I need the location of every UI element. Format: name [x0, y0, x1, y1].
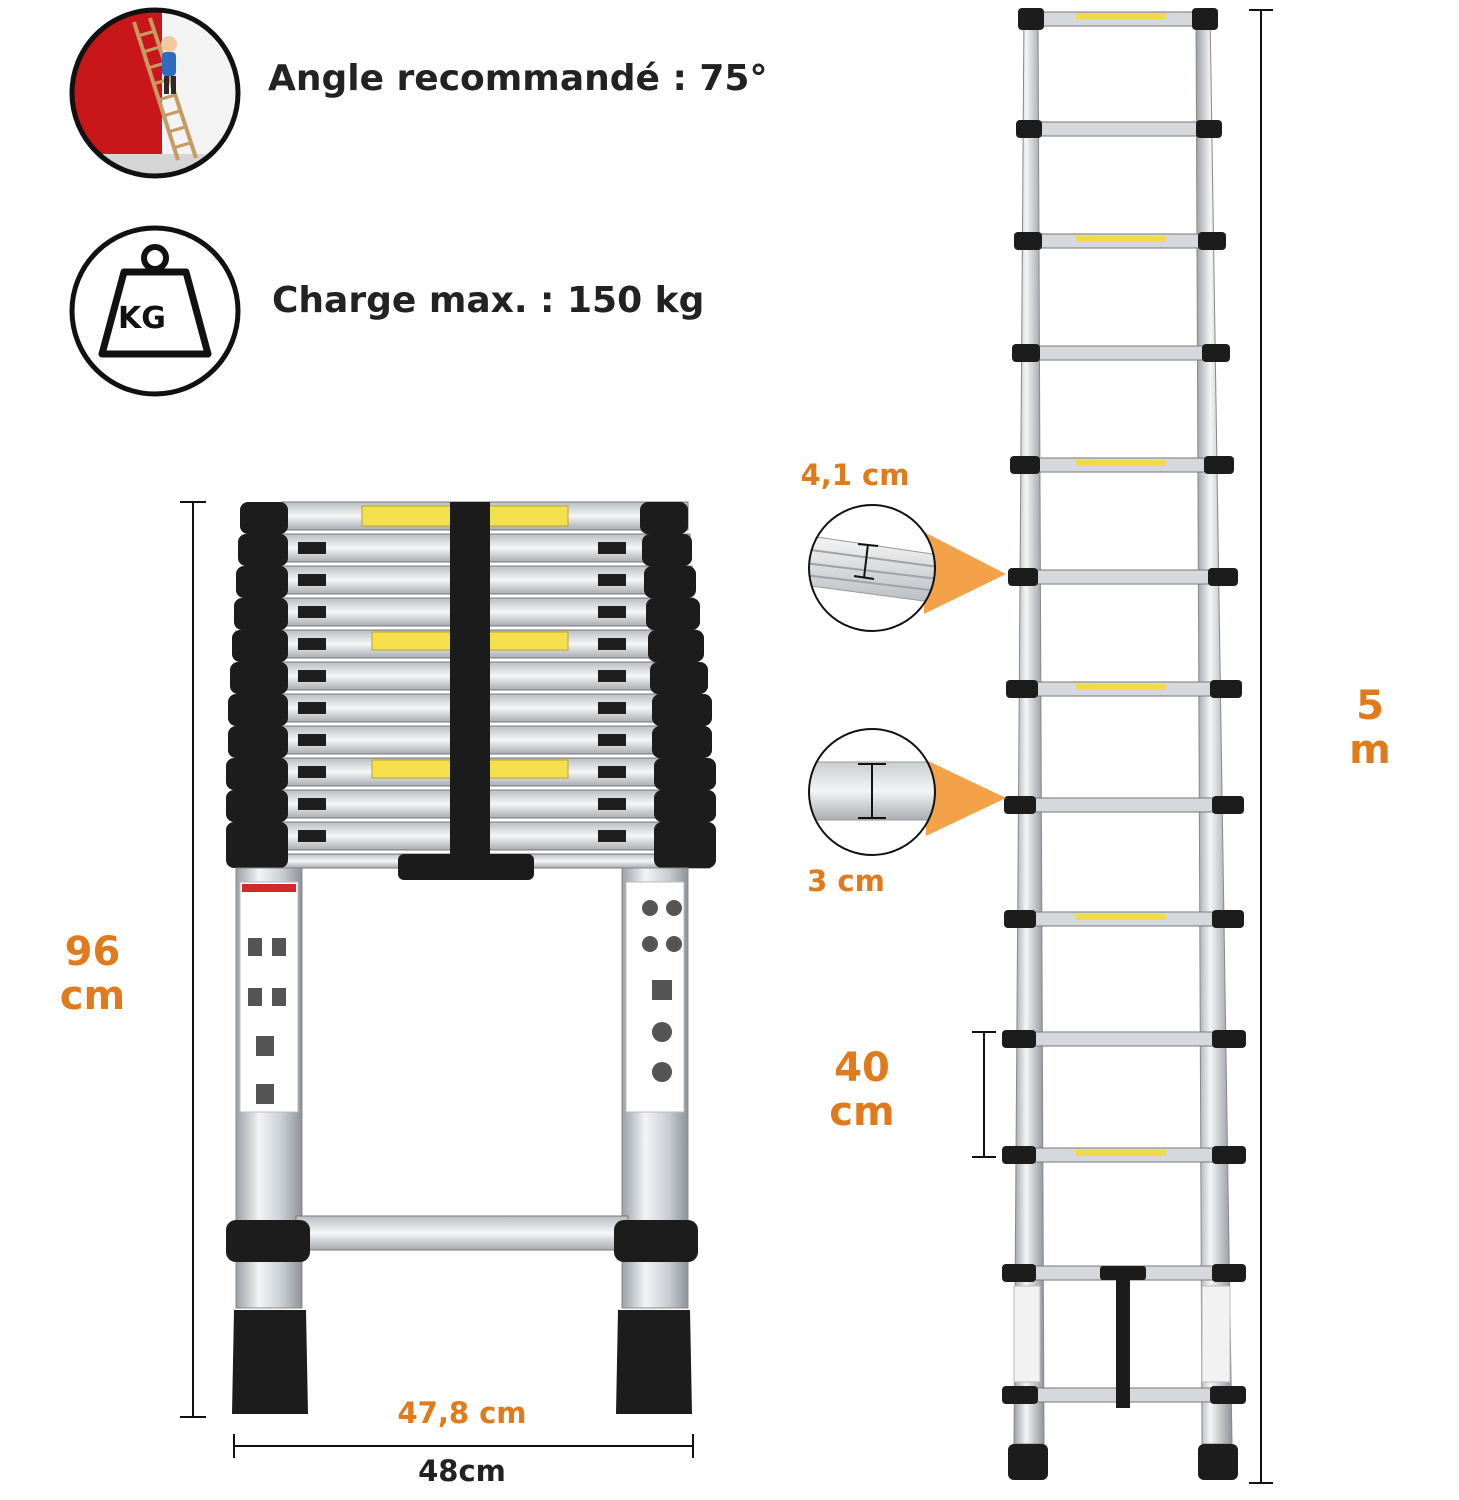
- folded-height-unit: cm: [59, 973, 126, 1019]
- extended-height-dimension-line: [1248, 8, 1274, 1486]
- folded-height-dimension-line: [178, 500, 208, 1420]
- folded-height-label: 96 cm: [40, 930, 145, 1018]
- max-load-label: Charge max. : 150 kg: [272, 280, 705, 321]
- folded-inner-width-label: 47,8 cm: [397, 1396, 527, 1430]
- step-spacing-label: 40 cm: [810, 1046, 914, 1134]
- kg-badge-text: KG: [118, 301, 166, 336]
- extended-height-value: 5: [1356, 683, 1384, 729]
- folded-outer-width-label: 48cm: [418, 1454, 506, 1488]
- extended-ladder-image: [1000, 4, 1246, 1488]
- step-spacing-unit: cm: [829, 1089, 895, 1135]
- folded-ladder-image: [222, 498, 718, 1422]
- recommended-angle-label: Angle recommandé : 75°: [268, 58, 768, 99]
- weight-kg-icon: [69, 225, 241, 397]
- profile-depth-label: 4,1 cm: [800, 458, 910, 492]
- profile-depth-zoom: [806, 504, 1010, 638]
- extended-height-label: 5 m: [1330, 684, 1410, 772]
- ladder-against-wall-icon: [69, 7, 241, 179]
- extended-height-unit: m: [1349, 727, 1391, 773]
- angle-icon-badge: [66, 4, 244, 182]
- folded-height-value: 96: [64, 929, 121, 975]
- folded-width-dimension-line: [232, 1432, 696, 1460]
- load-icon-badge: [66, 222, 244, 400]
- step-spacing-dimension-line: [970, 1030, 998, 1160]
- profile-height-label: 3 cm: [807, 864, 885, 898]
- profile-height-zoom: [806, 728, 1010, 862]
- step-spacing-value: 40: [834, 1045, 890, 1091]
